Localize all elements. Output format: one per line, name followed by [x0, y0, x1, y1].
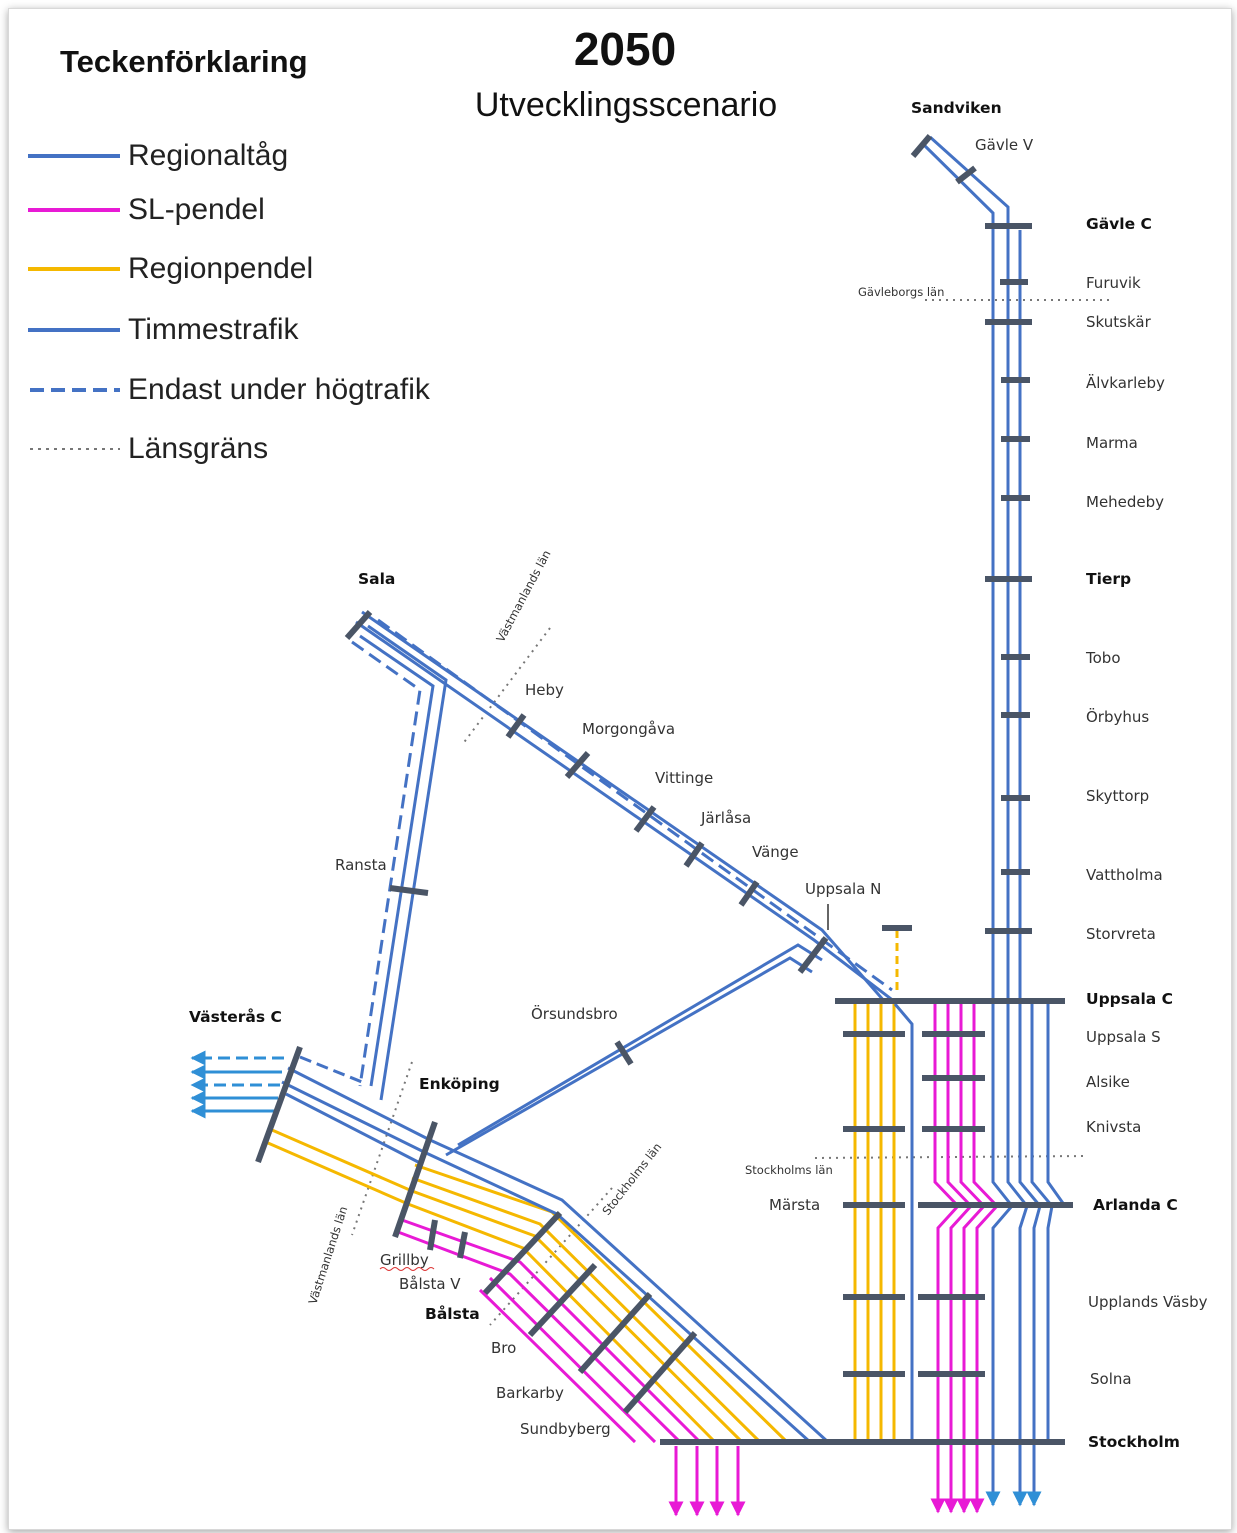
legend-swatch-sl-pendel — [28, 208, 120, 212]
label-alvkarleby: Älvkarleby — [1086, 373, 1165, 392]
station-labels: Sandviken Gävle V Gävle C Furuvik Skutsk… — [189, 99, 1208, 1451]
label-gavleborgs-lan: Gävleborgs län — [858, 285, 944, 299]
legend-hogtrafik: Endast under högtrafik — [28, 372, 430, 408]
legend-swatch-lansgrans — [30, 448, 120, 450]
label-tierp: Tierp — [1086, 570, 1131, 588]
label-skyttorp: Skyttorp — [1086, 787, 1149, 805]
platform-grillby — [427, 1219, 438, 1251]
platform-sala — [344, 610, 373, 640]
label-upplands-vasby: Upplands Väsby — [1088, 1293, 1208, 1311]
label-vastmanlands-lan-south: Västmanlands län — [306, 1205, 351, 1306]
platform-balsta-v — [457, 1231, 468, 1259]
border-vastmanland-south — [351, 1061, 413, 1236]
platform-bars — [255, 134, 1073, 1445]
label-orbyhus: Örbyhus — [1086, 707, 1149, 726]
label-stockholm: Stockholm — [1088, 1433, 1180, 1451]
platform-morgongava — [564, 751, 591, 779]
label-jarlasa: Järlåsa — [700, 809, 751, 827]
label-sala: Sala — [358, 570, 395, 588]
label-vange: Vänge — [752, 843, 799, 861]
label-bro: Bro — [491, 1339, 516, 1357]
legend-swatch-timmestrafik — [28, 328, 120, 332]
label-mehedeby: Mehedeby — [1086, 493, 1164, 511]
platform-barkarby — [577, 1291, 653, 1375]
label-marma: Marma — [1086, 434, 1138, 452]
label-stockholms-lan-east: Stockholms län — [745, 1163, 833, 1177]
label-uppsala-s: Uppsala S — [1086, 1028, 1161, 1046]
label-tobo: Tobo — [1085, 649, 1121, 667]
label-balsta-v: Bålsta V — [399, 1275, 461, 1293]
label-marsta: Märsta — [769, 1196, 820, 1214]
legend-label: Regionaltåg — [128, 139, 289, 172]
regionpendel-lines — [267, 930, 899, 1444]
platform-bro — [527, 1262, 598, 1338]
legend-label: Timmestrafik — [128, 313, 299, 346]
label-alsike: Alsike — [1086, 1073, 1130, 1091]
label-morgongava: Morgongåva — [582, 720, 675, 738]
legend-lansgrans: Länsgräns — [28, 431, 268, 467]
label-vastmanlands-lan-north: Västmanlands län — [493, 548, 553, 645]
platform-sandviken — [910, 134, 933, 158]
platform-balsta — [482, 1210, 563, 1296]
label-ransta: Ransta — [335, 856, 387, 874]
map-sheet — [8, 8, 1232, 1530]
label-arlanda-c: Arlanda C — [1093, 1196, 1178, 1214]
platform-vittinge — [633, 805, 657, 833]
legend-regionaltag: Regionaltåg — [28, 138, 288, 174]
platform-ransta — [389, 885, 429, 896]
platform-jarlasa — [683, 841, 705, 868]
label-solna: Solna — [1090, 1370, 1132, 1388]
platform-orsundsbro — [614, 1040, 634, 1066]
legend-swatch-regionpendel — [28, 267, 120, 271]
label-vasteras-c: Västerås C — [189, 1007, 282, 1026]
legend-timmestrafik: Timmestrafik — [28, 312, 299, 348]
platform-gavle-v — [955, 165, 977, 185]
legend-label: Regionpendel — [128, 252, 314, 285]
platform-uppsala-n — [797, 936, 829, 974]
label-skutskar: Skutskär — [1086, 313, 1152, 331]
legend-label: Endast under högtrafik — [128, 373, 430, 406]
label-heby: Heby — [525, 681, 564, 699]
platform-vange — [738, 880, 760, 907]
map-subtitle: Utvecklingsscenario — [474, 86, 778, 124]
label-storvreta: Storvreta — [1086, 925, 1156, 943]
label-furuvik: Furuvik — [1086, 274, 1141, 292]
label-sandviken: Sandviken — [911, 99, 1002, 117]
label-uppsala-n: Uppsala N — [805, 880, 881, 898]
platform-enkoping — [392, 1121, 438, 1238]
legend-sl-pendel: SL-pendel — [28, 192, 265, 228]
label-barkarby: Barkarby — [496, 1384, 564, 1402]
border-stockholm-west — [489, 1187, 613, 1326]
platform-sundbyberg — [622, 1331, 698, 1414]
map-title: 2050 — [573, 23, 677, 75]
label-uppsala-c: Uppsala C — [1086, 990, 1173, 1008]
label-knivsta: Knivsta — [1086, 1118, 1141, 1136]
legend-regionpendel: Regionpendel — [28, 251, 313, 287]
label-gavle-c: Gävle C — [1086, 215, 1152, 233]
legend-swatch-regionaltag — [28, 154, 120, 158]
legend-swatch-hogtrafik — [30, 388, 120, 392]
label-grillby: Grillby — [380, 1251, 429, 1269]
label-vattholma: Vattholma — [1086, 866, 1163, 884]
label-balsta: Bålsta — [425, 1304, 480, 1323]
platform-vasteras-c — [255, 1045, 303, 1164]
label-orsundsbro: Örsundsbro — [531, 1004, 618, 1023]
label-vittinge: Vittinge — [655, 769, 713, 787]
legend-label: Länsgräns — [128, 432, 269, 465]
label-enkoping: Enköping — [419, 1075, 500, 1093]
platform-heby — [505, 713, 527, 739]
legend-title: Teckenförklaring — [60, 44, 308, 79]
label-gavle-v: Gävle V — [975, 136, 1034, 154]
spellcheck-underline — [379, 1267, 435, 1271]
label-sundbyberg: Sundbyberg — [520, 1420, 611, 1438]
label-stockholms-lan-west: Stockholms län — [599, 1140, 664, 1218]
county-borders — [351, 299, 1110, 1326]
legend-label: SL-pendel — [128, 193, 265, 226]
border-stockholm-east — [814, 1155, 1086, 1159]
